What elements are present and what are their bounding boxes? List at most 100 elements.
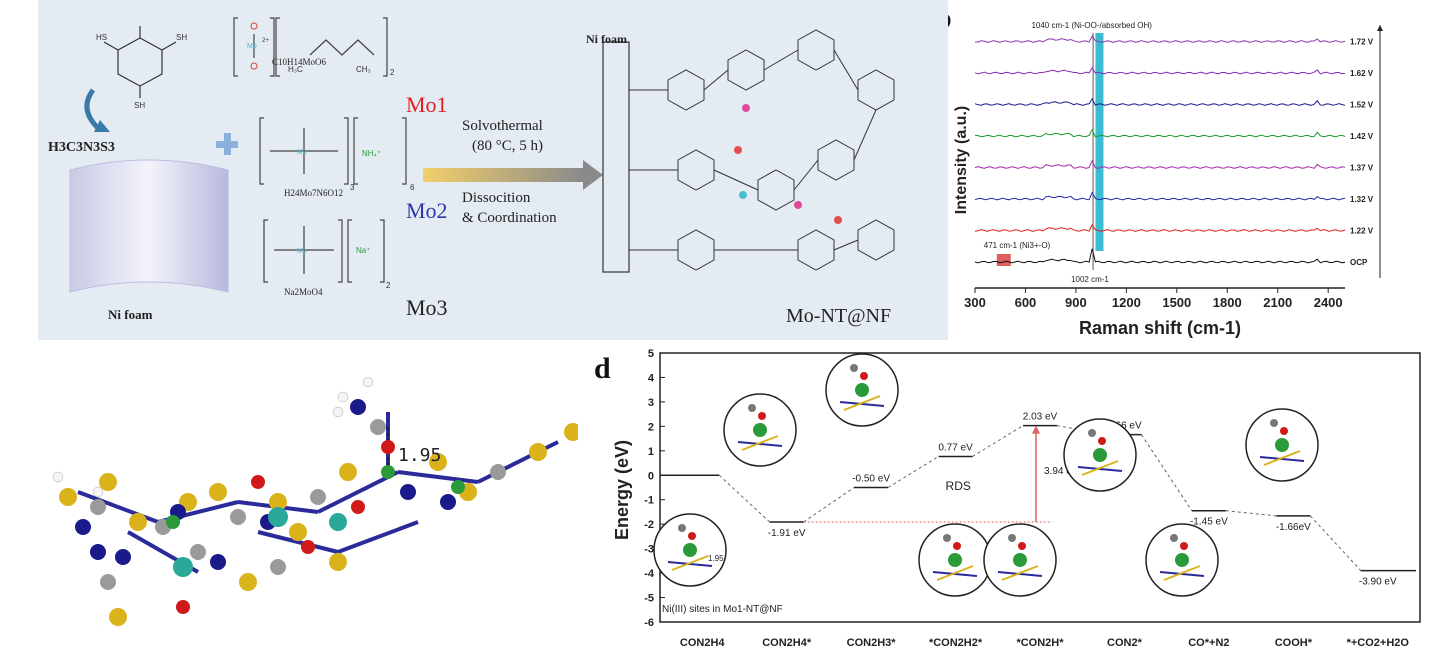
svg-text:2: 2 (390, 68, 395, 77)
inset-bond (741, 435, 779, 451)
energy-value-label: 1.66 eV (1107, 421, 1142, 432)
panel-c-structure: 1.95 (38, 352, 578, 632)
mo-sites-cyan (739, 191, 747, 199)
y-tick-label: 2 (648, 421, 654, 433)
nickel-atoms (166, 465, 465, 529)
inset-c-atom (1008, 534, 1016, 542)
raman-series-line (974, 248, 1346, 264)
series-label: 1.42 V (1350, 132, 1374, 141)
panel-d-letter: d (594, 352, 611, 385)
series-label: 1.37 V (1350, 164, 1374, 173)
series-label: 1.62 V (1350, 69, 1374, 78)
inset-bond (1081, 460, 1119, 476)
raman-series-line (974, 223, 1346, 232)
mo1-label: Mo1 (406, 92, 448, 117)
energy-connector (718, 474, 771, 523)
inset-bond (1263, 450, 1301, 466)
plus-icon (216, 133, 238, 155)
series-label: OCP (1350, 258, 1368, 267)
y-tick-label: 0 (648, 470, 654, 482)
inset-caption: Ni(III) sites in Mo1-NT@NF (662, 604, 783, 615)
energy-value-label: -1.91 eV (768, 528, 806, 539)
rds-arrow-head (1032, 425, 1040, 434)
inset-ni-atom (683, 543, 697, 557)
energy-connector (803, 487, 855, 523)
mo-sites-red (734, 146, 842, 224)
category-label: CON2H4 (680, 637, 726, 649)
energy-connector (887, 456, 939, 488)
inset-bond (936, 565, 974, 581)
inset-c-atom (748, 404, 756, 412)
inset-ni-atom (1093, 448, 1107, 462)
potential-arrow (1377, 25, 1383, 31)
energy-value-label: -3.90 eV (1359, 577, 1397, 588)
inset-ni-atom (948, 553, 962, 567)
barrier-label: 3.94 eV (1044, 466, 1079, 477)
raman-series-line (974, 191, 1346, 201)
series-label: 1.32 V (1350, 195, 1374, 204)
svg-text:Mo: Mo (297, 248, 307, 255)
plot-frame (659, 352, 1421, 623)
svg-text:CH₃: CH₃ (356, 65, 371, 74)
svg-text:SH: SH (176, 33, 187, 42)
triazine-ligand-structure (103, 26, 177, 98)
x-tick-label: 2400 (1314, 295, 1343, 310)
svg-text:3: 3 (350, 183, 355, 192)
x-tick-label: 1200 (1112, 295, 1141, 310)
y-axis-title: Intensity (a.u.) (953, 106, 970, 214)
inset-ni-atom (1275, 438, 1289, 452)
nitrogen-atoms (75, 399, 456, 570)
hydrogen-atoms (52, 376, 374, 632)
oxygen-atoms (176, 440, 395, 614)
category-label: *CON2H* (1016, 637, 1064, 649)
molecular-structure-graphic (52, 376, 578, 632)
y-tick-label: -2 (644, 519, 654, 531)
arrow-process-line2: & Coordination (462, 210, 557, 226)
synthesis-scheme-graphic: HS SH SH Mo 2+ H₃C CH₃ 2 (69, 17, 895, 293)
svg-text:2: 2 (386, 281, 391, 290)
inset-c-atom (1088, 429, 1096, 437)
ni-foam-plate (602, 41, 630, 273)
raman-series-line (974, 97, 1346, 106)
y-tick-label: -4 (644, 568, 655, 580)
energy-value-label: -1.66eV (1276, 522, 1311, 533)
bond-length-label: 1.95 (398, 445, 442, 466)
series-label: 1.22 V (1350, 227, 1374, 236)
category-label: CON2* (1107, 637, 1143, 649)
energy-value-label: -1.45 eV (1190, 517, 1228, 528)
mo1-structure (233, 17, 388, 77)
x-tick-label: 600 (1015, 295, 1037, 310)
rds-label: RDS (946, 479, 971, 493)
inset-bond (671, 555, 709, 571)
ni-foam-shape (69, 159, 229, 293)
inset-o-atom (1018, 542, 1026, 550)
inset-c-atom (1270, 419, 1278, 427)
mo2-label: Mo2 (406, 198, 448, 223)
inset-ni-atom (855, 383, 869, 397)
y-tick-label: 5 (648, 348, 654, 360)
inset-bond (1001, 565, 1039, 581)
energy-value-label: 2.03 eV (1023, 412, 1058, 423)
inset-o-atom (1098, 437, 1106, 445)
arrow-process-line1: Dissocition (462, 190, 531, 206)
inset-o-atom (860, 372, 868, 380)
svg-text:6: 6 (410, 183, 415, 192)
svg-text:Mo: Mo (247, 43, 257, 50)
ni-foam-label: Ni foam (108, 307, 153, 322)
inset-o-atom (1280, 427, 1288, 435)
energy-connector (1141, 434, 1193, 512)
energy-connector (1309, 515, 1362, 571)
mo3-label: Mo3 (406, 295, 448, 320)
x-tick-label: 300 (964, 295, 986, 310)
x-tick-label: 1500 (1162, 295, 1191, 310)
molybdenum-atoms (173, 507, 347, 577)
inset-c-atom (678, 524, 686, 532)
mo3-formula: Na2MoO4 (284, 287, 323, 297)
inset-ni-atom (1175, 553, 1189, 567)
y-tick-label: -1 (644, 495, 654, 507)
energy-connector (1225, 510, 1277, 517)
x-tick-label: 2100 (1263, 295, 1292, 310)
